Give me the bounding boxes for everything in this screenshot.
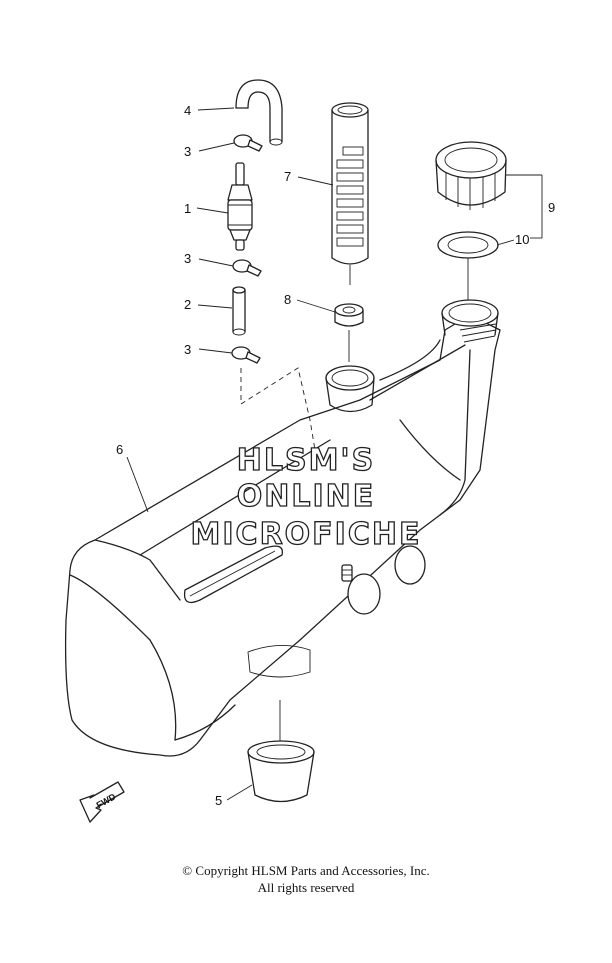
callout-numbers: 4 3 1 3 2 3 7 8 6 5 9 10 xyxy=(116,103,555,808)
bottom-cap xyxy=(247,740,315,803)
fwd-arrow-icon: FWD xyxy=(79,781,125,823)
pipe xyxy=(232,286,246,336)
strainer xyxy=(331,102,369,285)
hose-clip xyxy=(233,134,263,152)
watermark-line-1: HLSM'S xyxy=(237,443,375,478)
callout-6: 6 xyxy=(116,442,123,457)
callout-1: 1 xyxy=(184,201,191,216)
oil-filter xyxy=(227,162,253,251)
callout-2: 2 xyxy=(184,297,191,312)
hidden-lines xyxy=(240,367,316,451)
watermark-line-2: ONLINE xyxy=(237,479,376,514)
callout-3-middle: 3 xyxy=(184,251,191,266)
hose-clip xyxy=(232,259,262,277)
hose xyxy=(235,79,283,146)
grommet xyxy=(334,303,364,362)
callout-8: 8 xyxy=(284,292,291,307)
leader-lines xyxy=(126,107,543,801)
hose-clip xyxy=(231,346,261,364)
callout-7: 7 xyxy=(284,169,291,184)
callout-5: 5 xyxy=(215,793,222,808)
watermark: HLSM'S ONLINE MICROFICHE xyxy=(190,442,422,552)
oil-tank xyxy=(64,299,501,757)
callout-10: 10 xyxy=(515,232,529,247)
gasket xyxy=(437,231,499,300)
rights-line: All rights reserved xyxy=(257,880,355,895)
callout-3-bottom: 3 xyxy=(184,342,191,357)
watermark-line-3: MICROFICHE xyxy=(191,517,422,552)
callout-3-top: 3 xyxy=(184,144,191,159)
callout-9: 9 xyxy=(548,200,555,215)
filler-cap xyxy=(435,141,507,210)
callout-4: 4 xyxy=(184,103,191,118)
copyright-line: © Copyright HLSM Parts and Accessories, … xyxy=(182,863,430,878)
